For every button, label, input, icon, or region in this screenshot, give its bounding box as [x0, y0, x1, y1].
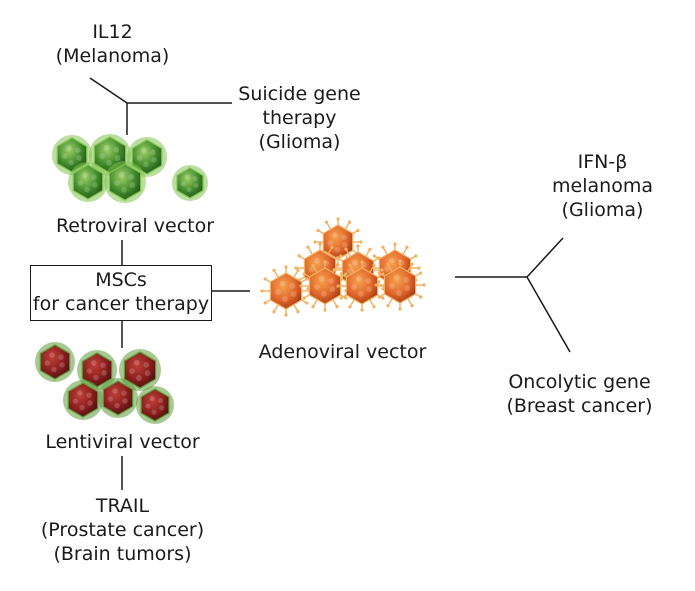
- lentiviral-particle: [119, 349, 161, 391]
- connector-lines: [89, 77, 571, 490]
- lentiviral-vector-label: Lentiviral vector: [45, 431, 200, 453]
- retroviral-particles: [52, 134, 208, 203]
- il12-line: [89, 77, 128, 104]
- retroviral-vector-label: Retroviral vector: [55, 215, 215, 237]
- lentiviral-particle: [35, 342, 75, 382]
- lentiviral-particle: [77, 350, 117, 390]
- adenoviral-vector-label: Adenoviral vector: [258, 341, 427, 363]
- adenoviral-particle: [299, 260, 351, 312]
- retroviral-particle: [172, 165, 208, 201]
- trail-label: TRAIL(Prostate cancer)(Brain tumors): [40, 495, 205, 565]
- adenoviral-particle: [336, 260, 388, 312]
- adenoviral-particle: [260, 265, 312, 317]
- adenoviral-particle: [374, 259, 426, 311]
- retroviral-particle: [104, 161, 146, 203]
- junction-to-ifn-line: [526, 237, 564, 278]
- junction-to-oncolytic-line: [526, 276, 571, 353]
- lentiviral-particle: [98, 378, 138, 418]
- lentiviral-particle: [136, 386, 174, 424]
- retroviral-particle: [68, 162, 108, 202]
- adenoviral-particles: [260, 217, 426, 317]
- lentiviral-particles: [35, 342, 174, 424]
- oncolytic-gene-label: Oncolytic gene(Breast cancer): [506, 371, 653, 417]
- lentiviral-particle: [63, 380, 103, 420]
- il12-label: IL12(Melanoma): [55, 21, 170, 67]
